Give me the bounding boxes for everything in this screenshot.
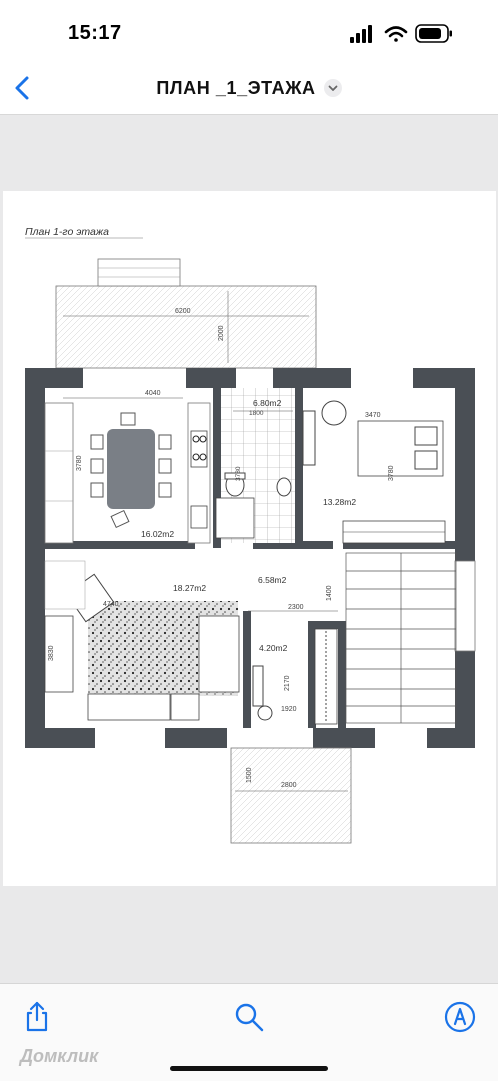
share-icon (26, 1001, 48, 1032)
area-kitchen: 16.02m2 (141, 529, 174, 539)
dim-6200: 6200 (175, 308, 191, 315)
markup-icon (444, 1001, 476, 1033)
area-corridor: 4.20m2 (259, 643, 288, 653)
interior-walls (45, 388, 455, 728)
dim-2800: 2800 (281, 782, 297, 789)
document-viewer[interactable]: План 1-го этажа 6200 2000 (0, 115, 498, 983)
dim-1920: 1920 (281, 706, 297, 713)
document-title: ПЛАН _1_ЭТАЖА (156, 78, 316, 98)
dim-2000: 2000 (218, 325, 225, 341)
home-indicator (170, 1066, 328, 1071)
entrance-porch: 2800 1500 (230, 747, 352, 844)
bathroom-room: 1800 3780 6.80m2 (215, 388, 295, 543)
dim-1500: 1500 (246, 767, 253, 783)
area-bath: 6.80m2 (253, 398, 282, 408)
back-chevron-icon (15, 76, 29, 100)
document-page: План 1-го этажа 6200 2000 (3, 191, 496, 886)
search-icon (235, 1003, 264, 1032)
status-bar: 15:17 (0, 0, 498, 62)
top-terrace: 6200 2000 (55, 258, 317, 369)
watermark-text: Домклик (20, 1046, 99, 1066)
back-button[interactable] (10, 72, 36, 104)
nav-title-group[interactable]: ПЛАН _1_ЭТАЖА (0, 78, 498, 99)
living-room: 4740 3830 18.27m2 (44, 560, 240, 721)
battery-icon (415, 24, 452, 43)
dim-3470: 3470 (365, 412, 381, 419)
dim-3830: 3830 (48, 645, 55, 661)
kitchen-room: 4040 3780 16.02m2 (44, 390, 211, 544)
status-icons (350, 24, 452, 43)
nav-bar: ПЛАН _1_ЭТАЖА (0, 62, 498, 115)
area-hall: 6.58m2 (258, 575, 287, 585)
staircase (345, 552, 457, 724)
cellular-signal-icon (350, 25, 372, 43)
dim-3780-bedroom: 3780 (388, 465, 395, 481)
bedroom-room: 3470 3780 13.28m2 (302, 400, 446, 544)
bottom-toolbar: Домклик (0, 983, 498, 1081)
dim-1400: 1400 (326, 585, 333, 601)
area-bedroom: 13.28m2 (323, 497, 356, 507)
title-dropdown-button[interactable] (323, 78, 342, 97)
floor-plan-drawing: План 1-го этажа 6200 2000 (25, 226, 476, 844)
search-button[interactable] (232, 1000, 266, 1034)
dim-1800: 1800 (249, 410, 264, 417)
chevron-down-icon (328, 85, 338, 91)
wifi-icon (384, 26, 408, 42)
dim-4040: 4040 (145, 390, 161, 397)
plan-caption: План 1-го этажа (25, 226, 109, 238)
dim-4740: 4740 (103, 601, 119, 608)
hall-room: 2300 1400 6.58m2 2170 1920 4.20m2 (248, 575, 338, 725)
area-living: 18.27m2 (173, 583, 206, 593)
dim-3780-bath: 3780 (235, 466, 242, 481)
dim-2170: 2170 (284, 675, 291, 691)
exterior-walls (25, 368, 476, 748)
markup-button[interactable] (443, 1000, 477, 1034)
status-time: 15:17 (68, 22, 122, 44)
share-button[interactable] (20, 1000, 54, 1034)
dim-3780-kitchen: 3780 (76, 455, 83, 471)
dim-2300: 2300 (288, 604, 304, 611)
